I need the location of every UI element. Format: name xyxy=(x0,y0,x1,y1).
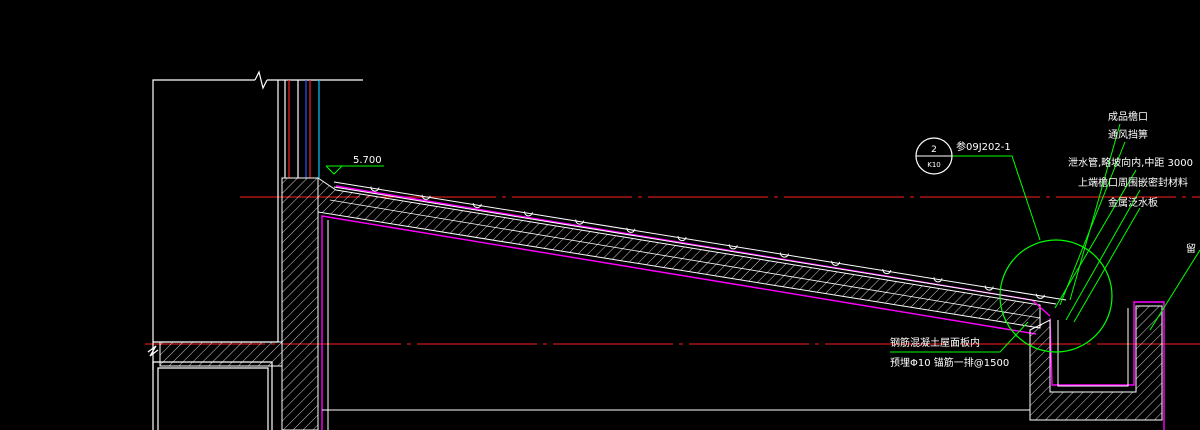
tile-clip xyxy=(728,244,738,250)
leader-sealant xyxy=(1065,189,1141,321)
elevation-marker: 5.700 xyxy=(325,155,384,175)
tile-clip xyxy=(831,260,841,266)
roof-slab-hatch xyxy=(317,177,1041,329)
detail-circle xyxy=(999,239,1113,353)
concrete-wall-hatch xyxy=(281,177,319,430)
note-line-2: 预埋Φ10 锚筋一排@1500 xyxy=(890,356,1009,369)
elevation-label: 5.700 xyxy=(353,155,382,166)
upper-wall-outline xyxy=(152,79,255,370)
tile-clip xyxy=(524,211,534,217)
callout-vent: 通风挡箅 xyxy=(1108,128,1148,141)
break-symbol-left xyxy=(147,345,159,357)
roof-insulation-line xyxy=(329,199,1041,319)
tile-clip xyxy=(882,269,892,275)
tile-clip xyxy=(677,236,687,242)
callout-texts: 成品檐口 通风挡箅 泄水管,略坡向内,中距 3000 上端檐口周围嵌密封材料 金… xyxy=(1068,110,1196,255)
tile-clip xyxy=(421,194,431,200)
tile-clip xyxy=(933,277,943,283)
anchor-note: 钢筋混凝土屋面板内 预埋Φ10 锚筋一排@1500 xyxy=(890,336,1009,369)
tile-clip xyxy=(370,186,380,192)
leader-edge xyxy=(1149,249,1200,331)
concrete-structure xyxy=(159,177,1041,430)
leader-drain xyxy=(1054,169,1137,309)
detail-symbol: 2 K10 xyxy=(915,137,953,175)
tile-clip xyxy=(626,227,636,233)
gutter-inner xyxy=(1057,308,1129,387)
callout-cornice: 成品檐口 xyxy=(1108,110,1148,123)
detail-number: 2 xyxy=(931,145,937,155)
detail-sheet: K10 xyxy=(927,161,941,169)
roof-tiles xyxy=(333,181,1067,305)
callout-sealant: 上端檐口周围嵌密封材料 xyxy=(1078,176,1188,189)
tile-clip xyxy=(984,285,994,291)
tile-clip xyxy=(472,203,482,209)
roof-tile-line xyxy=(333,181,1067,301)
tile-clip xyxy=(1035,293,1045,299)
leader-flashing xyxy=(1073,207,1141,323)
floor-slab-hatch xyxy=(159,341,283,367)
callout-drain: 泄水管,略坡向内,中距 3000 xyxy=(1068,156,1193,169)
inner-ceiling-line xyxy=(321,215,1037,430)
roof-batten-line xyxy=(333,186,1057,305)
interior-lines xyxy=(322,220,1030,430)
lower-room-outline xyxy=(152,361,273,430)
callout-flashing: 金属泛水板 xyxy=(1108,196,1158,209)
leader-lines xyxy=(890,123,1200,353)
leader-reference xyxy=(952,155,1041,241)
leader-cornice xyxy=(1069,123,1121,301)
gutter-membrane-outline xyxy=(1049,301,1165,430)
tile-clip xyxy=(575,219,585,225)
elevation-triangle xyxy=(325,165,344,175)
gutter-hatch xyxy=(1029,305,1163,421)
break-symbol-top xyxy=(254,70,268,90)
note-line-1: 钢筋混凝土屋面板内 xyxy=(890,336,980,349)
gutter xyxy=(1029,305,1163,421)
left-building-outline xyxy=(147,70,363,430)
lower-room-inner xyxy=(157,367,269,430)
parapet-lines xyxy=(284,80,320,178)
reference-label: 参09J202-1 xyxy=(956,140,1011,153)
leader-note xyxy=(890,321,1029,353)
tile-clip xyxy=(779,252,789,258)
edge-label: 留 xyxy=(1186,242,1196,255)
leader-vent xyxy=(1059,141,1126,306)
